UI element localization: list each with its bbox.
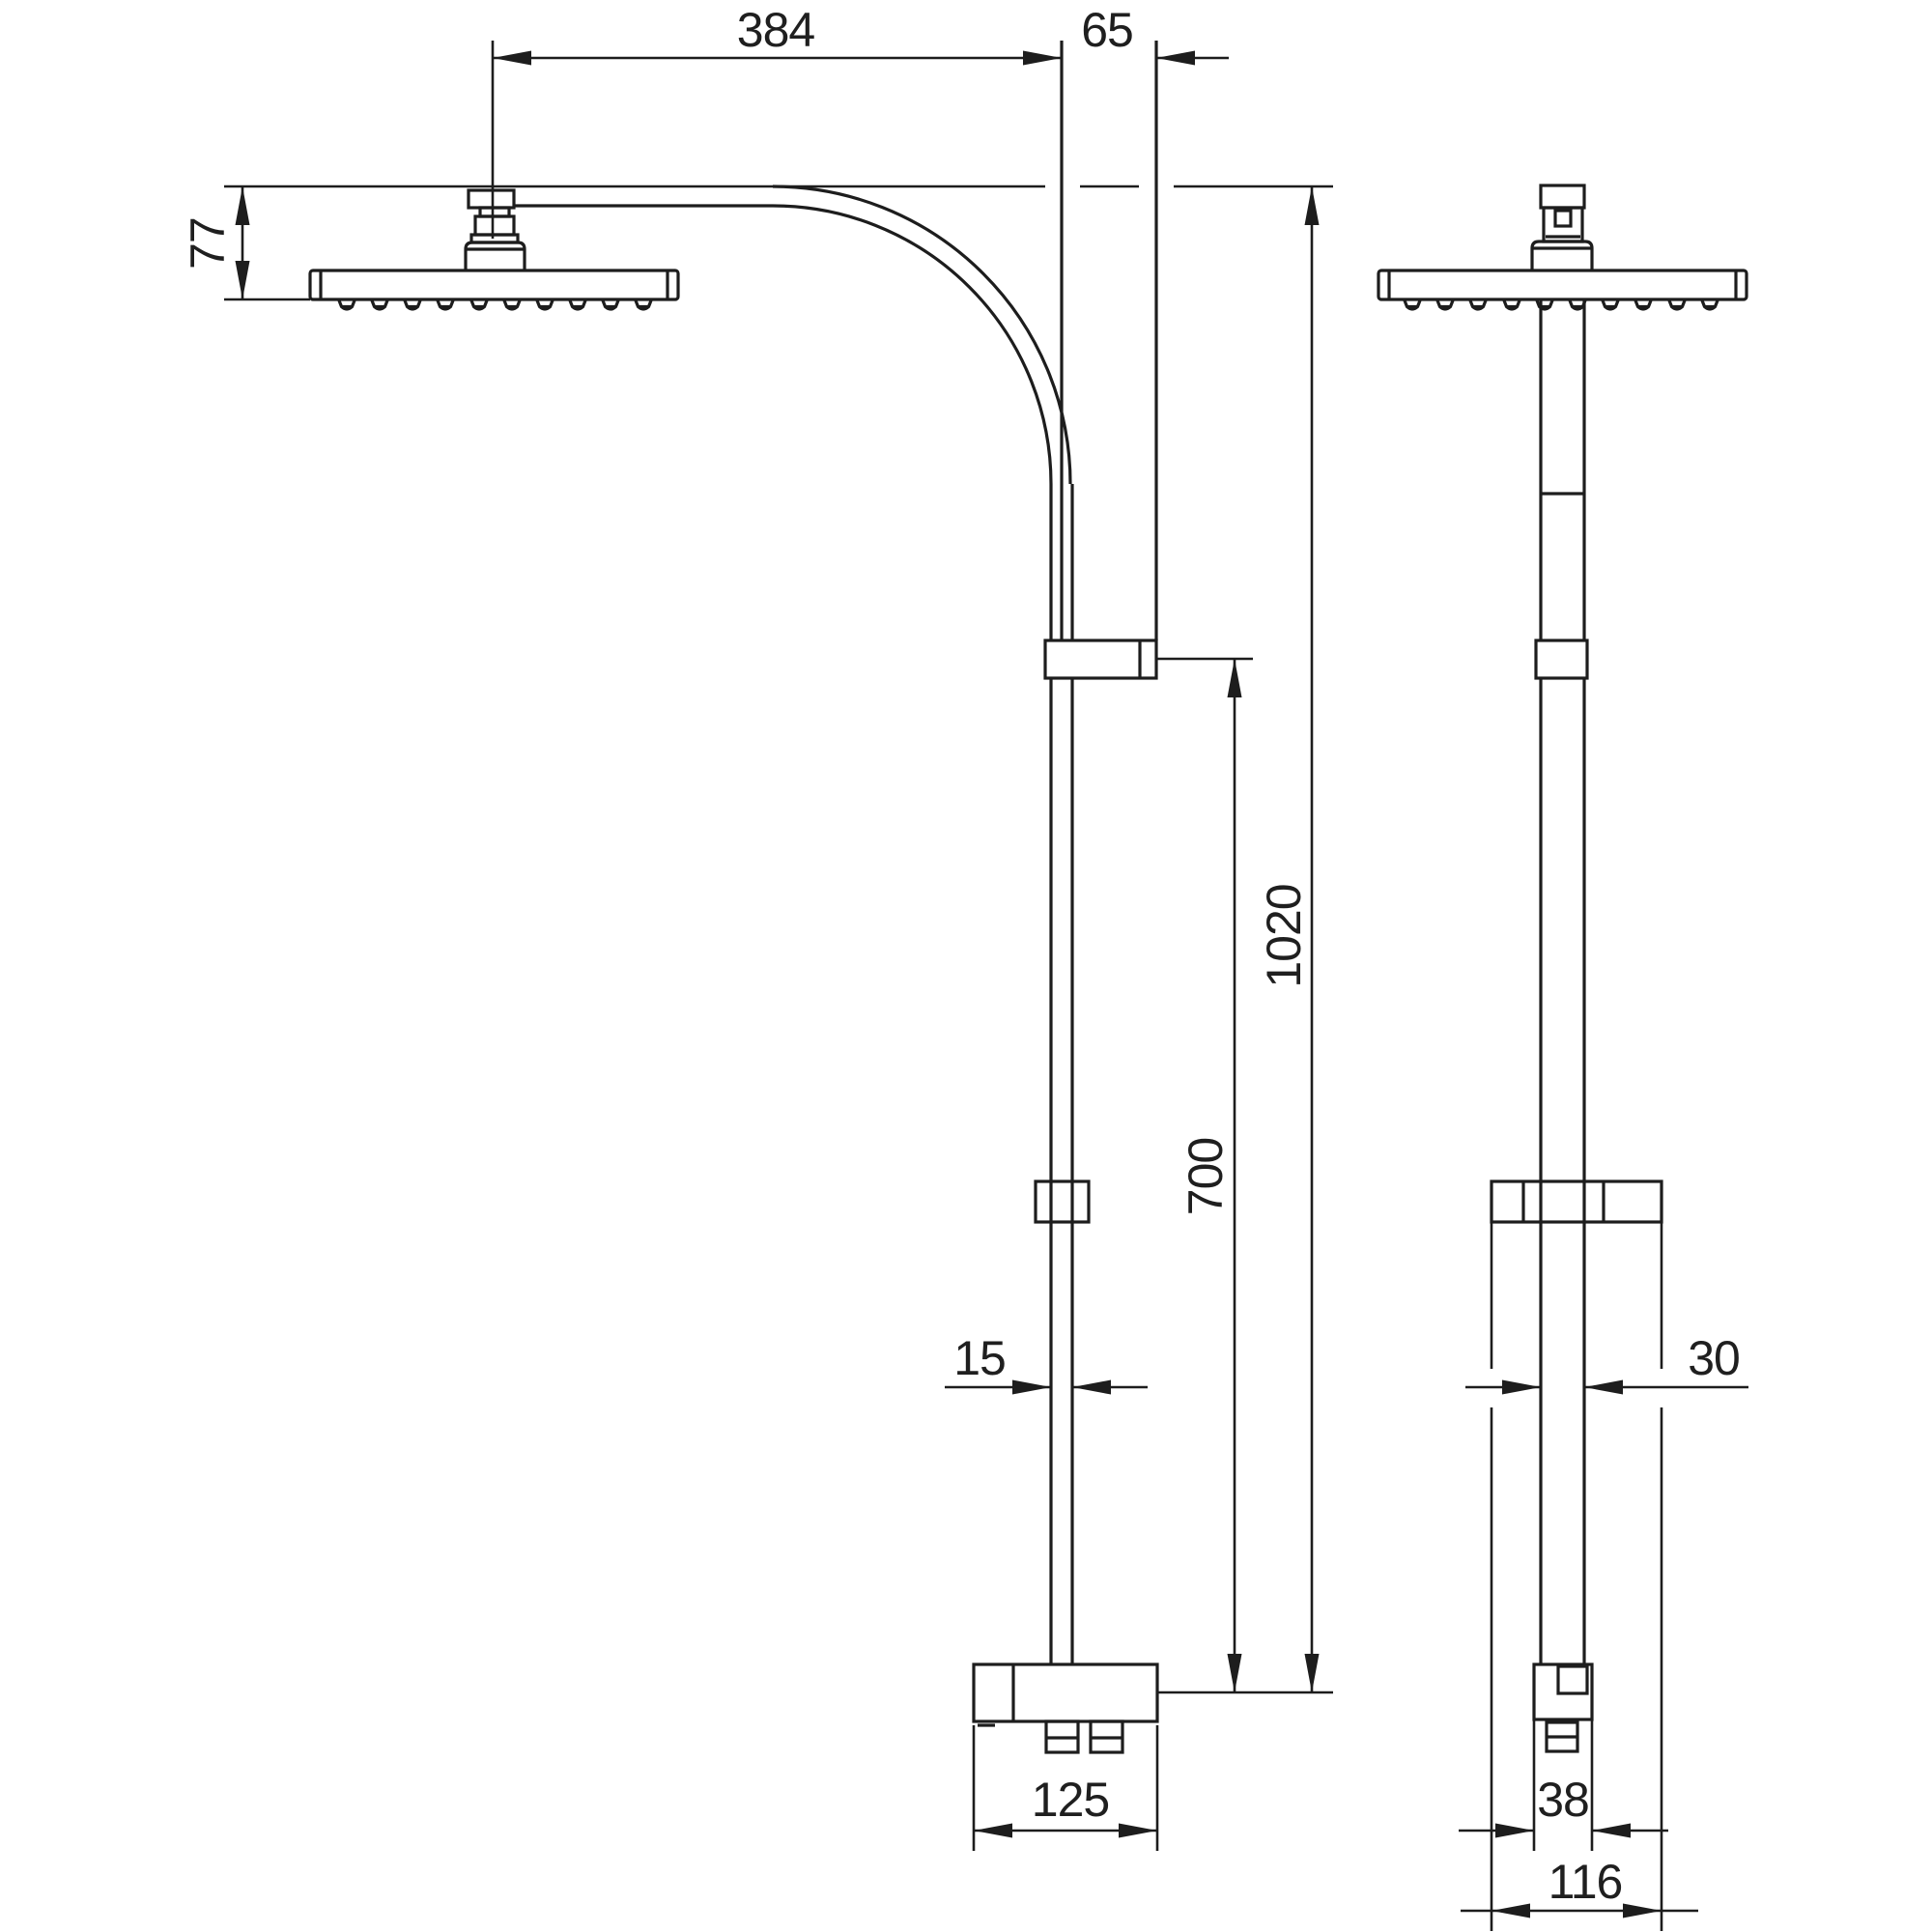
dimension-overall-height: 1020 — [1157, 186, 1333, 1694]
head-connector-side — [464, 188, 526, 270]
shower-arm-side — [514, 185, 1072, 485]
dimension-wall-offset: 65 — [1081, 3, 1229, 66]
slider-front — [1490, 1179, 1663, 1224]
dimension-riser-tube-width: 15 — [945, 1331, 1148, 1395]
dimension-arm-projection: 384 — [491, 3, 1062, 239]
shower-head-front — [1377, 269, 1748, 311]
dimension-head-drop: 77 — [181, 186, 310, 301]
nozzles-side — [337, 298, 653, 311]
head-connector-front — [1530, 184, 1594, 270]
mixer-front — [1532, 1662, 1594, 1753]
dimension-slider-bar-width: 116 — [1461, 1222, 1698, 1931]
riser-tube-side — [1049, 484, 1074, 1664]
dim-arm-projection-label: 384 — [737, 3, 815, 57]
dim-mixer-body-width-label: 38 — [1537, 1773, 1589, 1827]
dimension-mixer-body-width: 38 — [1459, 1719, 1668, 1851]
shower-head-side — [308, 269, 680, 311]
slider-side — [1034, 1179, 1091, 1224]
wall-bracket-front — [1534, 639, 1589, 680]
dim-overall-height-label: 1020 — [1257, 884, 1311, 987]
side-view: 384 65 77 15 7 — [181, 3, 1333, 1851]
wall-bracket-side — [1043, 639, 1158, 680]
dim-head-drop-label: 77 — [181, 217, 235, 270]
dimension-front-pipe-width: 30 — [1465, 1331, 1748, 1395]
dim-wall-offset-label: 65 — [1081, 3, 1133, 57]
mixer-side — [972, 1662, 1159, 1754]
dim-slider-bar-width-label: 116 — [1548, 1855, 1623, 1909]
dim-rail-height-label: 700 — [1179, 1138, 1233, 1215]
mixer-outlets-side — [1044, 1719, 1124, 1754]
wall-rail-side — [1060, 41, 1158, 640]
dimension-mixer-width: 125 — [972, 1725, 1159, 1851]
dim-riser-tube-width-label: 15 — [953, 1331, 1006, 1385]
mixer-outlet-front — [1545, 1720, 1579, 1753]
dim-front-pipe-width-label: 30 — [1688, 1331, 1740, 1385]
pipe-front — [1539, 299, 1586, 1664]
nozzles-front — [1403, 298, 1719, 311]
dim-mixer-width-label: 125 — [1032, 1773, 1109, 1827]
dimension-rail-height: 700 — [1156, 657, 1253, 1692]
front-view: 30 38 116 — [1377, 184, 1748, 1931]
